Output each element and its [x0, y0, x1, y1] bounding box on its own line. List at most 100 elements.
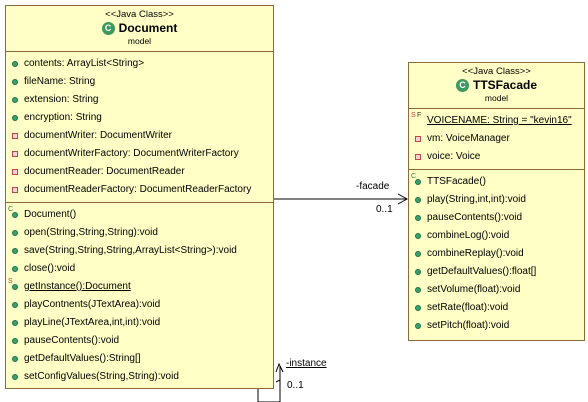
field-text: encryption: String [24, 112, 102, 123]
method-text: setConfigValues(String,String):void [24, 371, 179, 382]
public-visibility-icon [12, 338, 18, 344]
class-icon: C [455, 79, 469, 92]
final-marker-icon: F [417, 112, 422, 119]
facade-arrowhead [397, 193, 409, 205]
ttsfacade-method-setpitch[interactable]: setPitch(float):void [409, 317, 584, 335]
document-field-documentreader[interactable]: documentReader: DocumentReader [6, 163, 273, 181]
method-text: pauseContents():void [427, 212, 523, 223]
public-visibility-icon [12, 284, 18, 290]
method-text: getDefaultValues():float[] [427, 266, 537, 277]
document-field-contents[interactable]: contents: ArrayList<String> [6, 55, 273, 73]
document-method-playcontnents[interactable]: playContnents(JTextArea):void [6, 296, 273, 314]
public-visibility-icon [12, 248, 18, 254]
public-visibility-icon [415, 269, 421, 275]
class-icon: C [101, 22, 115, 35]
ttsfacade-method-setvolume[interactable]: setVolume(float):void [409, 281, 584, 299]
document-field-extension[interactable]: extension: String [6, 91, 273, 109]
public-visibility-icon [12, 97, 18, 103]
private-visibility-icon [415, 136, 421, 142]
static-marker-icon: S [411, 112, 416, 119]
constructor-marker-icon: C [411, 173, 417, 180]
field-text: documentWriterFactory: DocumentWriterFac… [24, 148, 239, 159]
ttsfacade-method-ttsfacade[interactable]: C TTSFacade() [409, 173, 584, 191]
public-visibility-icon [12, 212, 18, 218]
ttsfacade-methods: C TTSFacade() play(String,int,int):void pau… [409, 170, 584, 338]
field-text: extension: String [24, 94, 99, 105]
ttsfacade-method-play[interactable]: play(String,int,int):void [409, 191, 584, 209]
ttsfacade-method-combinelog[interactable]: combineLog():void [409, 227, 584, 245]
document-method-getdefaultvalues[interactable]: getDefaultValues():String[] [6, 350, 273, 368]
method-text: play(String,int,int):void [427, 194, 526, 205]
document-field-encryption[interactable]: encryption: String [6, 109, 273, 127]
ttsfacade-package: model [484, 93, 509, 103]
public-visibility-icon [415, 323, 421, 329]
static-marker-icon: S [8, 278, 13, 285]
public-visibility-icon [415, 305, 421, 311]
instance-arrowhead [275, 362, 284, 373]
document-stereotype: <<Java Class>> [105, 9, 174, 20]
field-text: fileName: String [24, 76, 96, 87]
instance-multiplicity-label: 0..1 [287, 380, 304, 391]
ttsfacade-field-vm[interactable]: vm: VoiceManager [409, 130, 584, 148]
document-method-open[interactable]: open(String,String,String):void [6, 224, 273, 242]
ttsfacade-method-getdefaultvalues[interactable]: getDefaultValues():float[] [409, 263, 584, 281]
public-visibility-icon [415, 197, 421, 203]
ttsfacade-method-setrate[interactable]: setRate(float):void [409, 299, 584, 317]
method-text: playContnents(JTextArea):void [24, 299, 161, 310]
method-text: open(String,String,String):void [24, 227, 158, 238]
public-visibility-icon [415, 215, 421, 221]
document-class-name: Document [118, 21, 178, 35]
method-text: save(String,String,String,ArrayList<Stri… [24, 245, 237, 256]
facade-multiplicity-label: 0..1 [376, 204, 393, 215]
ttsfacade-field-voice[interactable]: voice: Voice [409, 148, 584, 166]
method-text: pauseContents():void [24, 335, 120, 346]
ttsfacade-class-name: TTSFacade [472, 78, 538, 92]
document-field-filename[interactable]: fileName: String [6, 73, 273, 91]
public-visibility-icon [12, 356, 18, 362]
ttsfacade-stereotype: <<Java Class>> [462, 66, 531, 77]
private-visibility-icon [12, 151, 18, 157]
method-text: close():void [24, 263, 76, 274]
private-visibility-icon [415, 154, 421, 160]
constructor-marker-icon: C [8, 206, 14, 213]
document-field-documentwriter[interactable]: documentWriter: DocumentWriter [6, 127, 273, 145]
method-text: getDefaultValues():String[] [24, 353, 141, 364]
public-visibility-icon [12, 374, 18, 380]
document-method-save[interactable]: save(String,String,String,ArrayList<Stri… [6, 242, 273, 260]
private-visibility-icon [12, 187, 18, 193]
method-text: TTSFacade() [427, 176, 486, 187]
public-visibility-icon [12, 79, 18, 85]
method-text: playLine(JTextArea,int,int):void [24, 317, 161, 328]
method-text: combineLog():void [427, 230, 510, 241]
document-method-playline[interactable]: playLine(JTextArea,int,int):void [6, 314, 273, 332]
document-method-setconfigvalues[interactable]: setConfigValues(String,String):void [6, 368, 273, 386]
field-text: vm: VoiceManager [427, 133, 510, 144]
public-visibility-icon [415, 233, 421, 239]
facade-role-label: -facade [356, 181, 390, 192]
document-method-pausecontents[interactable]: pauseContents():void [6, 332, 273, 350]
public-visibility-icon [415, 287, 421, 293]
public-visibility-icon [12, 266, 18, 272]
field-text: documentWriter: DocumentWriter [24, 130, 173, 141]
ttsfacade-method-combinereplay[interactable]: combineReplay():void [409, 245, 584, 263]
field-text: voice: Voice [427, 151, 481, 162]
method-text: combineReplay():void [427, 248, 524, 259]
private-visibility-icon [12, 169, 18, 175]
method-text: setVolume(float):void [427, 284, 521, 295]
document-package: model [127, 36, 152, 46]
document-field-documentwriterfactory[interactable]: documentWriterFactory: DocumentWriterFac… [6, 145, 273, 163]
ttsfacade-method-pausecontents[interactable]: pauseContents():void [409, 209, 584, 227]
public-visibility-icon [415, 179, 421, 185]
method-text: setRate(float):void [427, 302, 509, 313]
document-method-close[interactable]: close():void [6, 260, 273, 278]
document-field-documentreaderfactory[interactable]: documentReaderFactory: DocumentReaderFac… [6, 181, 273, 199]
private-visibility-icon [12, 133, 18, 139]
